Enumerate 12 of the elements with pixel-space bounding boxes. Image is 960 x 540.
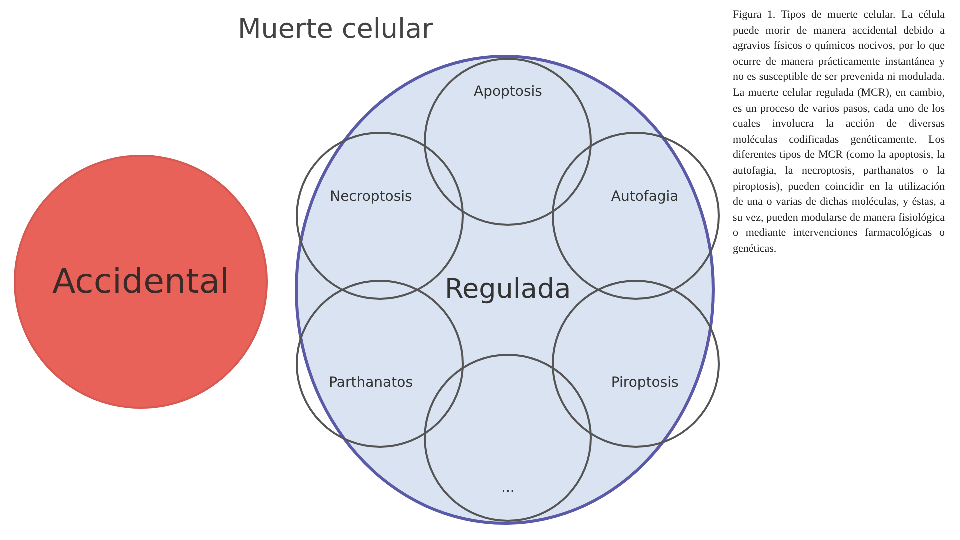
subtype-label: ... (502, 480, 515, 496)
subtype-circle (424, 58, 592, 226)
category-label: Regulada (445, 274, 572, 304)
diagram-title: Muerte celular (238, 14, 434, 45)
subtype-label: Parthanatos (329, 374, 413, 391)
subtype-circle (424, 354, 592, 522)
subtype-label: Apoptosis (474, 84, 542, 100)
figure-caption: Figura 1. Tipos de muerte celular. La célula puede morir de manera accidental debido a agravios físicos o químicos nocivos, por lo que ocurre de manera prácticamente instantánea y no es susceptible de ser prevenida ni modulada. La muerte celular regulada (MCR), en cambio, es un proceso de varios pasos, cada uno de los cuales involucra la acción de diversas moléculas codificadas genéticamente. Los diferentes tipos de MCR (como la apoptosis, la autofagia, la necroptosis, parthanatos o la piroptosis), pueden coincidir en la utilización de una o varias de dichas moléculas, y éstas, a su vez, pueden modularse de manera fisiológica o mediante intervenciones farmacológicas o genéticas. (733, 8, 945, 257)
category-label: Accidental (52, 262, 230, 302)
subtype-label: Autofagia (611, 189, 679, 206)
subtype-label: Necroptosis (330, 189, 412, 206)
subtype-label: Piroptosis (611, 374, 679, 391)
